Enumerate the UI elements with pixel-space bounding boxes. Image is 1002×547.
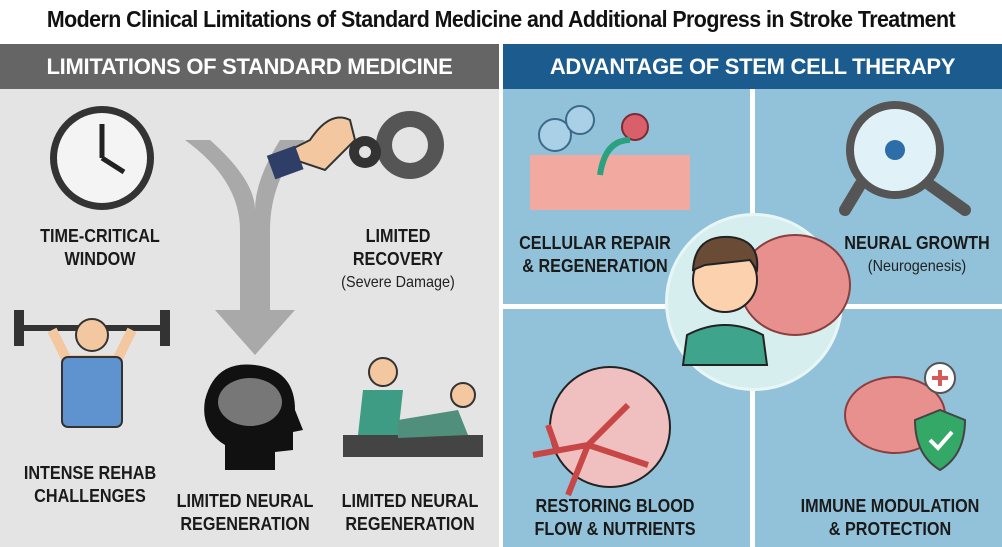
brain-shield-icon <box>844 362 967 472</box>
label-limited-recovery: LIMITED RECOVERY (Severe Damage) <box>326 225 470 294</box>
right-header: ADVANTAGE OF STEM CELL THERAPY <box>503 44 1002 89</box>
physiotherapy-icon <box>343 357 483 457</box>
left-header: LIMITATIONS OF STANDARD MEDICINE <box>0 44 499 89</box>
cells-icon <box>530 105 690 210</box>
hand-gear-icon <box>266 111 444 180</box>
label-limited-neural-1: LIMITED NEURAL REGENERATION <box>176 491 314 534</box>
label-immune-modulation: IMMUNE MODULATION & PROTECTION <box>800 496 980 539</box>
label-neural-growth: NEURAL GROWTH (Neurogenesis) <box>841 232 994 278</box>
label-sub: (Severe Damage) <box>341 274 455 291</box>
label-restoring-blood: RESTORING BLOOD FLOW & NUTRIENTS <box>534 496 696 539</box>
head-brain-icon <box>204 364 303 470</box>
magnifier-neuron-icon <box>839 101 971 216</box>
label-text: LIMITED RECOVERY <box>352 226 444 269</box>
weightlifter-icon <box>14 310 170 428</box>
blood-vessels-icon <box>532 366 671 497</box>
label-text: NEURAL GROWTH <box>844 233 990 253</box>
funnel-arrow-icon <box>185 140 305 355</box>
label-cellular-repair: CELLULAR REPAIR & REGENERATION <box>519 233 671 276</box>
label-intense-rehab: INTENSE REHAB CHALLENGES <box>23 463 157 506</box>
clock-icon <box>50 106 154 210</box>
person-brain-icon <box>681 234 851 366</box>
label-sub: (Neurogenesis) <box>867 258 967 275</box>
label-limited-neural-2: LIMITED NEURAL REGENERATION <box>341 491 479 534</box>
label-time-critical: TIME-CRITICAL WINDOW <box>40 226 160 269</box>
page-title: Modern Clinical Limitations of Standard … <box>46 6 956 32</box>
